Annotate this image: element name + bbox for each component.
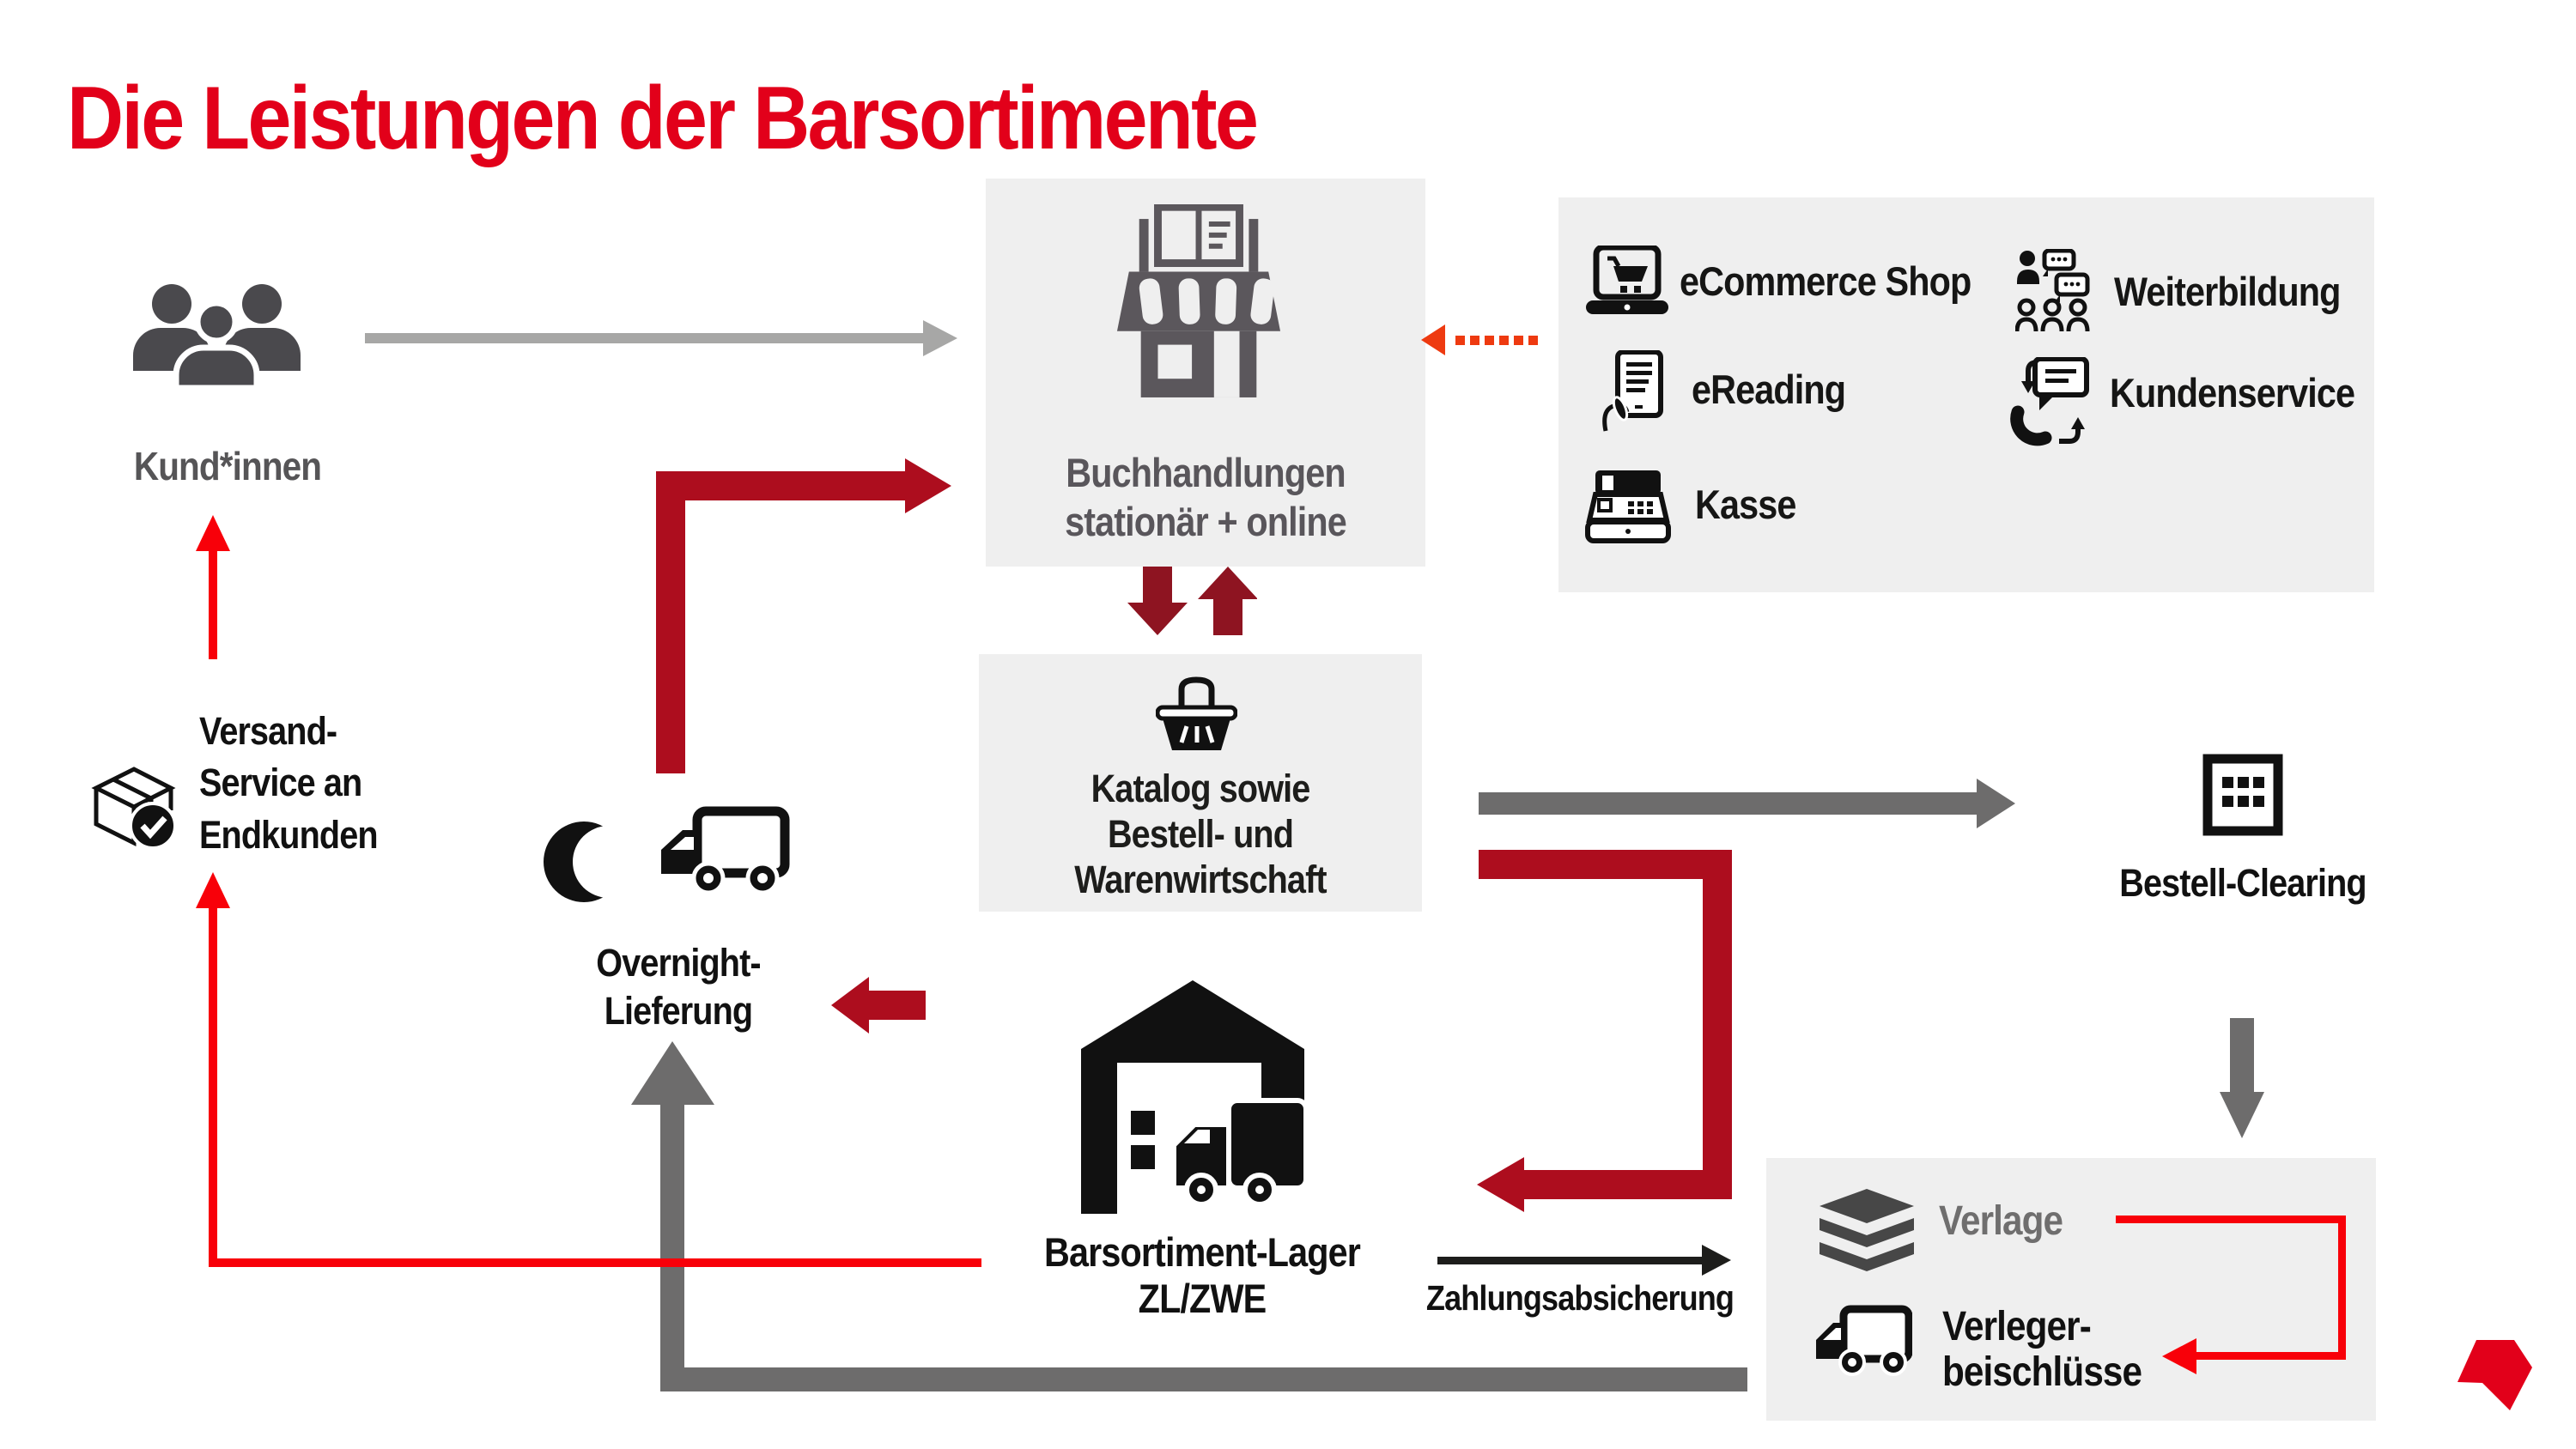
katalog-box bbox=[979, 654, 1422, 912]
cash-register-icon bbox=[1585, 470, 1671, 543]
arrow-kunden-to-buchhandlung bbox=[365, 320, 957, 356]
laptop-cart-icon bbox=[1586, 246, 1668, 314]
overnight-label-line2: Lieferung bbox=[604, 989, 753, 1034]
arrow-katalog-to-lager bbox=[1477, 850, 1732, 1212]
versand-label-line1: Versand- bbox=[199, 709, 337, 753]
shopping-basket-icon bbox=[1156, 676, 1237, 750]
dotted-arrow-services-to-buchhandlung bbox=[1421, 324, 1538, 355]
people-group-icon bbox=[133, 284, 301, 391]
katalog-label: Katalog sowie Bestell- und Warenwirtscha… bbox=[1005, 766, 1395, 902]
arrow-versand-to-kunden bbox=[196, 515, 230, 659]
beischluesse-label-line1: Verleger- bbox=[1942, 1304, 2092, 1349]
service-kasse-label: Kasse bbox=[1695, 482, 1796, 527]
buchhandlungen-label: Buchhandlungen stationär + online bbox=[1012, 448, 1400, 547]
versand-label: Versand- Service an Endkunden bbox=[199, 706, 441, 861]
lager-label-line2: ZL/ZWE bbox=[1138, 1276, 1267, 1322]
arrows-buchhandlung-katalog bbox=[1127, 567, 1257, 635]
buchhandlungen-label-line1: Buchhandlungen bbox=[1066, 450, 1346, 495]
training-people-icon bbox=[2015, 249, 2090, 332]
kunden-label: Kund*innen bbox=[133, 444, 322, 488]
arrow-lager-to-overnight bbox=[831, 977, 926, 1034]
ereader-hand-icon bbox=[1602, 350, 1663, 432]
page-title: Die Leistungen der Barsortimente bbox=[67, 69, 1259, 168]
service-ereading-label: eReading bbox=[1692, 367, 1846, 412]
service-weiterbildung-label: Weiterbildung bbox=[2114, 269, 2341, 314]
verlage-label: Verlage bbox=[1939, 1198, 2063, 1244]
services-box bbox=[1558, 197, 2374, 592]
book-stack-icon bbox=[1820, 1189, 1914, 1271]
lager-label: Barsortiment-Lager ZL/ZWE bbox=[1029, 1229, 1376, 1322]
arrow-zahlungsabsicherung bbox=[1437, 1245, 1731, 1276]
delivery-truck-icon bbox=[1816, 1305, 1912, 1376]
overnight-label: Overnight- Lieferung bbox=[557, 939, 799, 1036]
zahlungsabsicherung-label: Zahlungsabsicherung bbox=[1425, 1278, 1735, 1318]
package-check-icon bbox=[91, 767, 177, 850]
versand-label-line3: Endkunden bbox=[199, 812, 379, 857]
arrow-clearing-to-verlage bbox=[2220, 1018, 2264, 1138]
lager-label-line1: Barsortiment-Lager bbox=[1044, 1229, 1361, 1275]
katalog-label-line1: Katalog sowie bbox=[1091, 767, 1311, 810]
buchhandlungen-label-line2: stationär + online bbox=[1065, 499, 1347, 545]
bestell-clearing-label: Bestell-Clearing bbox=[2119, 861, 2366, 905]
arrow-verlagebar-to-overnight bbox=[631, 1041, 1747, 1391]
moon-icon bbox=[544, 822, 625, 902]
truck-icon bbox=[661, 806, 790, 895]
arrow-overnight-to-buchhandlung bbox=[656, 458, 951, 773]
arrow-katalog-to-clearing bbox=[1479, 779, 2015, 828]
versand-label-line2: Service an bbox=[199, 761, 362, 805]
phone-chat-icon bbox=[2010, 357, 2089, 446]
brand-logo bbox=[2458, 1340, 2532, 1410]
beischluesse-label-line2: beischlüsse bbox=[1942, 1349, 2142, 1395]
service-kundenservice-label: Kundenservice bbox=[2110, 370, 2355, 415]
service-ecommerce-label: eCommerce Shop bbox=[1680, 258, 1971, 304]
storefront-book-icon bbox=[1116, 204, 1281, 397]
overnight-label-line1: Overnight- bbox=[596, 941, 761, 985]
beischluesse-label: Verleger- beischlüsse bbox=[1942, 1304, 2142, 1396]
katalog-label-line2: Bestell- und bbox=[1107, 812, 1294, 857]
clearing-grid-icon bbox=[2202, 754, 2283, 836]
arrow-lager-to-versand bbox=[196, 872, 981, 1267]
katalog-label-line3: Warenwirtschaft bbox=[1074, 858, 1327, 902]
warehouse-truck-icon bbox=[1081, 980, 1309, 1214]
arrow-verlage-to-beischluesse bbox=[2116, 1216, 2346, 1374]
